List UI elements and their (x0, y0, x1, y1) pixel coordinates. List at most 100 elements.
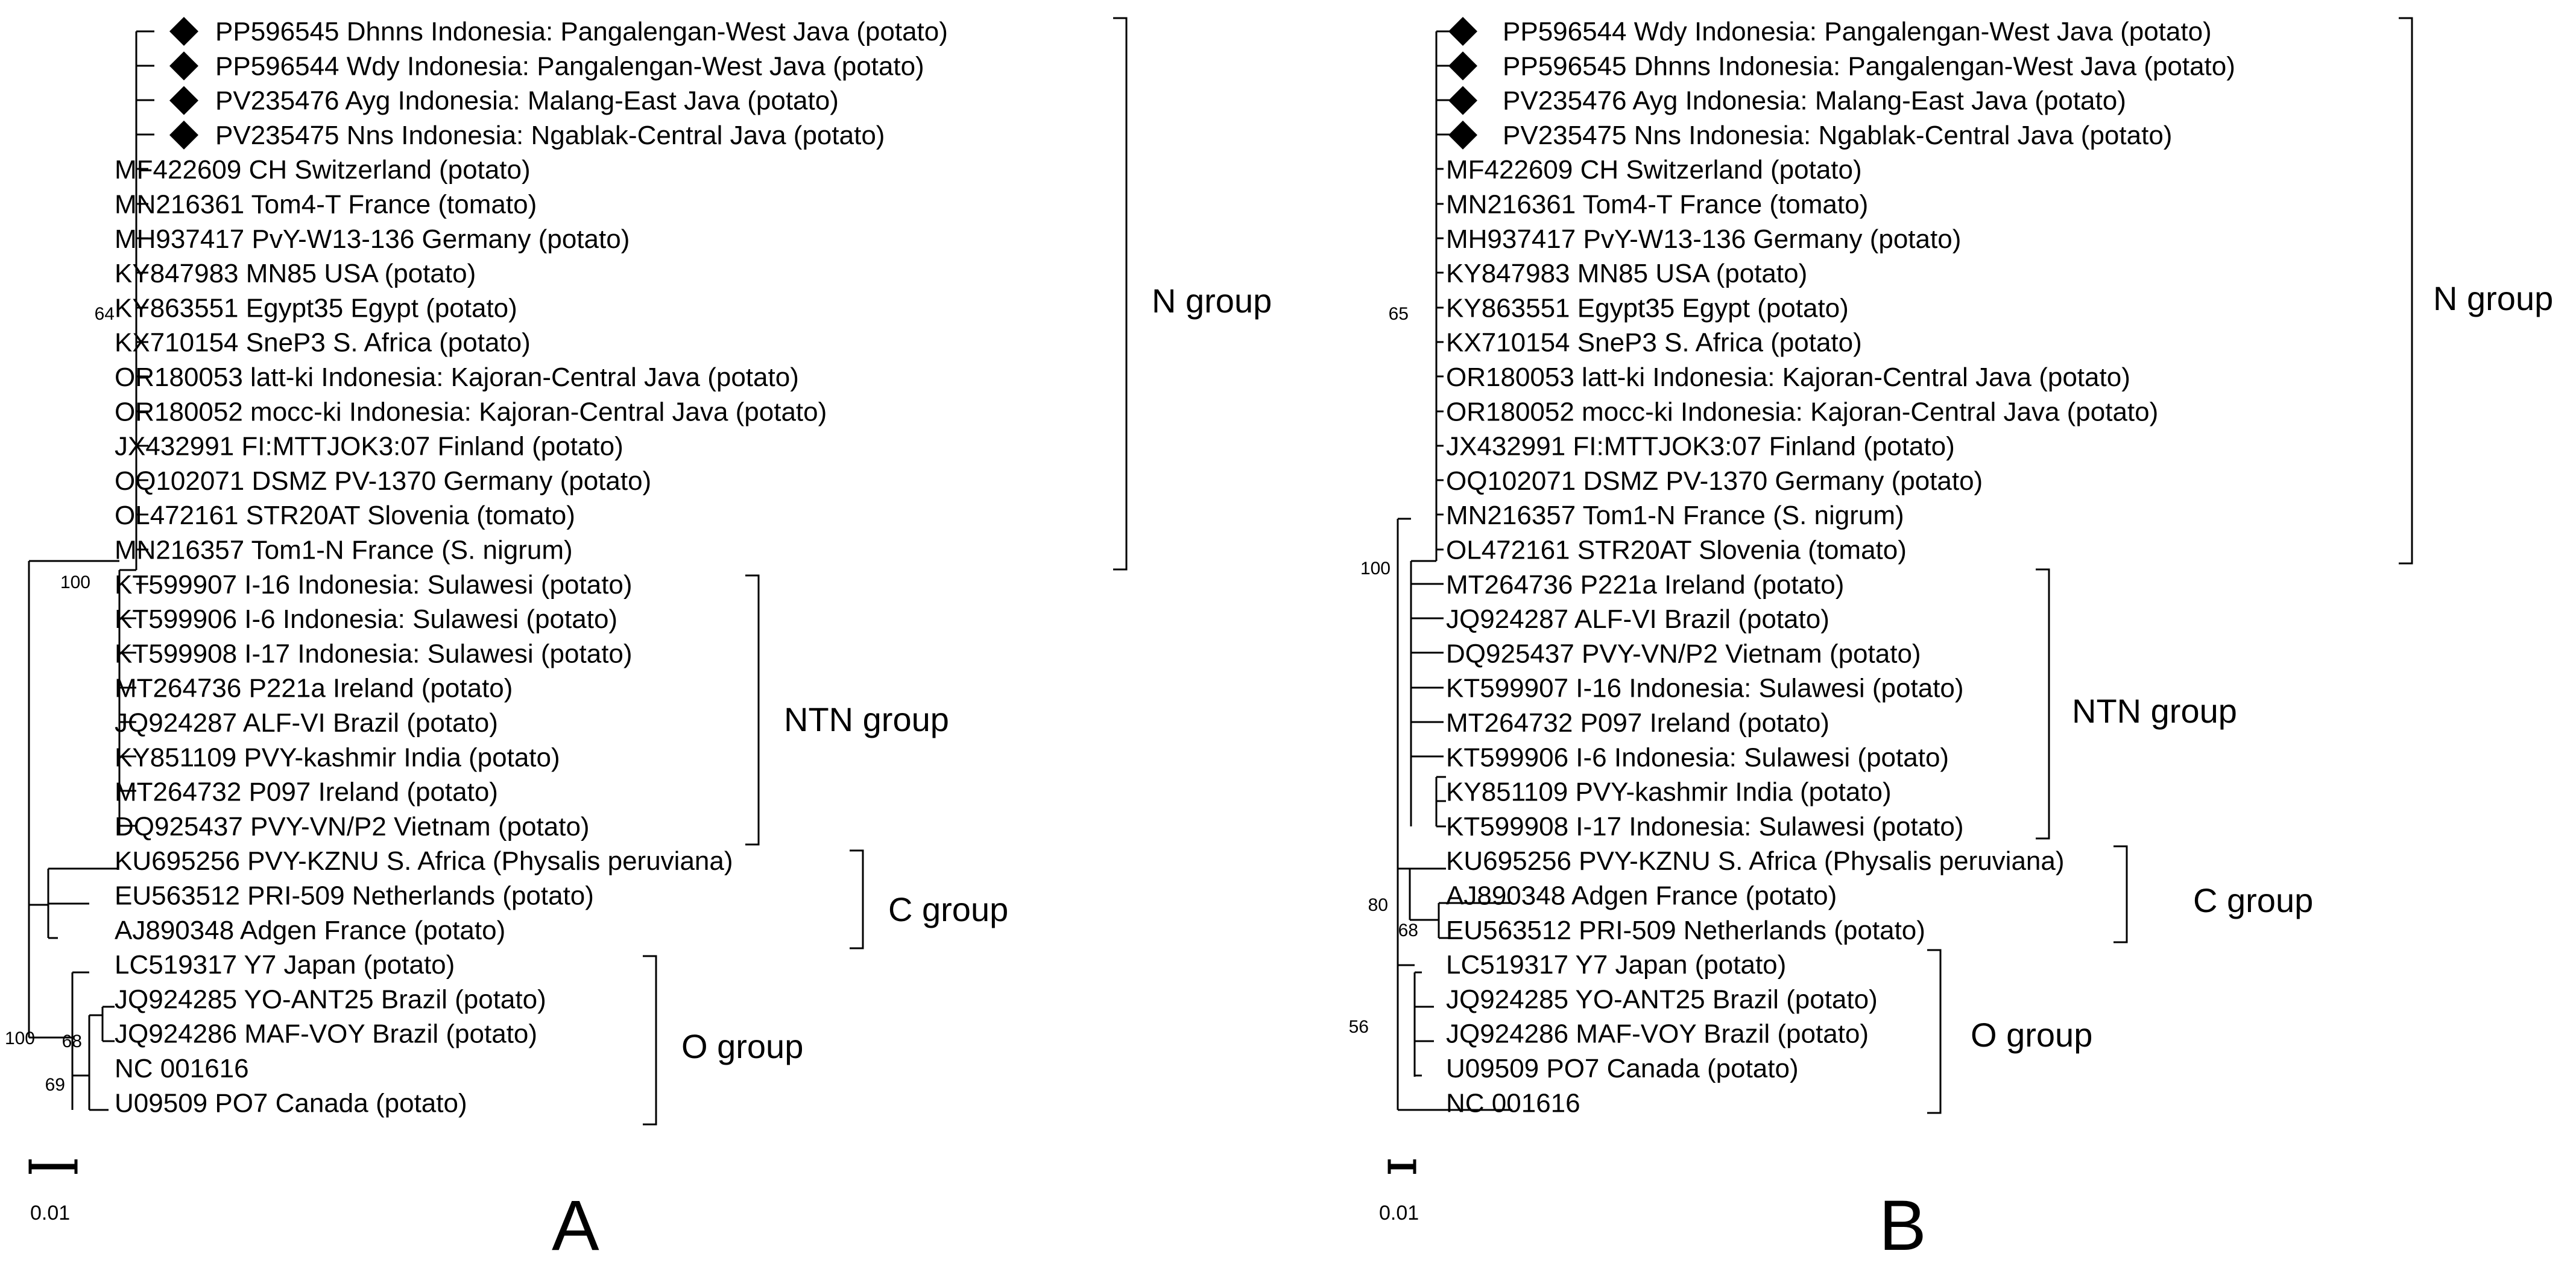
leaf-label: JQ924285 YO-ANT25 Brazil (potato) (1446, 984, 1878, 1014)
leaf-label: KX710154 SneP3 S. Africa (potato) (1446, 328, 1862, 358)
leaf-label: PV235476 Ayg Indonesia: Malang-East Java… (215, 86, 839, 116)
leaf-label: MH937417 PvY-W13-136 Germany (potato) (115, 224, 630, 254)
leaf-label: MT264736 P221a Ireland (potato) (115, 674, 513, 703)
group-bracket (2114, 845, 2128, 943)
leaf-label: JX432991 FI:MTTJOK3:07 Finland (potato) (115, 432, 623, 461)
leaf-label: KU695256 PVY-KZNU S. Africa (Physalis pe… (1446, 846, 2065, 876)
panel-b-branches (1397, 30, 1512, 1111)
leaf-label: JX432991 FI:MTTJOK3:07 Finland (potato) (1446, 432, 1955, 461)
leaf-label: OR180052 mocc-ki Indonesia: Kajoran-Cent… (1446, 397, 2158, 426)
leaf-label: MN216361 Tom4-T France (tomato) (1446, 190, 1868, 220)
scale-bar-label: 0.01 (1379, 1202, 1419, 1225)
leaf-label: LC519317 Y7 Japan (potato) (115, 950, 455, 980)
leaf-label: KY851109 PVY-kashmir India (potato) (1446, 778, 1892, 807)
group-label: NTN group (2072, 692, 2237, 730)
leaf-label: PP596544 Wdy Indonesia: Pangalengan-West… (215, 51, 924, 81)
group-bracket (745, 574, 760, 846)
highlight-diamond-icon (1448, 51, 1477, 81)
leaf-label: PP596544 Wdy Indonesia: Pangalengan-West… (1503, 17, 2212, 46)
leaf-label: OQ102071 DSMZ PV-1370 Germany (potato) (115, 466, 651, 496)
leaf-label: KX710154 SneP3 S. Africa (potato) (115, 328, 531, 358)
leaf-label: MT264736 P221a Ireland (potato) (1446, 570, 1844, 600)
group-label: O group (1971, 1016, 2092, 1054)
leaf-label: OL472161 STR20AT Slovenia (tomato) (1446, 536, 1907, 565)
leaf-label: JQ924285 YO-ANT25 Brazil (potato) (115, 984, 546, 1014)
leaf-label: JQ924287 ALF-VI Brazil (potato) (115, 708, 498, 738)
highlight-diamond-icon (1448, 120, 1477, 150)
group-bracket (2399, 17, 2413, 565)
panel-letter-b: B (1879, 1186, 1927, 1266)
bootstrap-value: 100 (5, 1028, 35, 1048)
leaf-label: KT599907 I-16 Indonesia: Sulawesi (potat… (115, 570, 633, 600)
bootstrap-value: 65 (1389, 304, 1409, 324)
highlight-diamond-icon (169, 86, 198, 115)
leaf-label: MT264732 P097 Ireland (potato) (115, 778, 498, 807)
group-bracket (1113, 17, 1128, 571)
leaf-label: AJ890348 Adgen France (potato) (115, 916, 505, 945)
leaf-label: DQ925437 PVY-VN/P2 Vietnam (potato) (115, 812, 590, 841)
panel-b-leaf-labels: PP596544 Wdy Indonesia: Pangalengan-West… (1446, 17, 2235, 1118)
panel-letter-a: A (552, 1186, 599, 1266)
group-label: C group (2193, 881, 2313, 919)
leaf-label: KU695256 PVY-KZNU S. Africa (Physalis pe… (115, 846, 733, 876)
scale-bar-label: 0.01 (30, 1202, 70, 1225)
leaf-label: AJ890348 Adgen France (potato) (1446, 881, 1837, 911)
bootstrap-value: 64 (95, 304, 115, 324)
leaf-label: MH937417 PvY-W13-136 Germany (potato) (1446, 224, 1961, 254)
leaf-label: OR180053 latt-ki Indonesia: Kajoran-Cent… (1446, 363, 2130, 392)
leaf-label: MN216357 Tom1-N France (S. nigrum) (115, 536, 573, 565)
bootstrap-value: 100 (1360, 559, 1391, 578)
group-bracket (2036, 568, 2050, 840)
panel-b-tree: PP596544 Wdy Indonesia: Pangalengan-West… (1349, 17, 2553, 1266)
leaf-label: MF422609 CH Switzerland (potato) (1446, 155, 1862, 185)
leaf-label: MF422609 CH Switzerland (potato) (115, 155, 531, 185)
leaf-label: MN216357 Tom1-N France (S. nigrum) (1446, 501, 1904, 530)
highlight-diamond-icon (169, 17, 198, 46)
leaf-label: MT264732 P097 Ireland (potato) (1446, 708, 1829, 738)
leaf-label: PP596545 Dhnns Indonesia: Pangalengan-We… (1503, 51, 2235, 81)
leaf-label: KT599908 I-17 Indonesia: Sulawesi (potat… (1446, 812, 1964, 841)
bootstrap-value: 69 (45, 1075, 65, 1095)
highlight-diamond-icon (1448, 17, 1477, 46)
group-bracket (1927, 949, 1942, 1114)
leaf-label: KY847983 MN85 USA (potato) (1446, 259, 1807, 288)
leaf-label: KY851109 PVY-kashmir India (potato) (115, 743, 560, 772)
leaf-label: U09509 PO7 Canada (potato) (1446, 1054, 1799, 1083)
leaf-label: PV235475 Nns Indonesia: Ngablak-Central … (1503, 121, 2172, 150)
leaf-label: OL472161 STR20AT Slovenia (tomato) (115, 501, 575, 530)
bootstrap-value: 68 (1398, 921, 1418, 940)
leaf-label: PV235476 Ayg Indonesia: Malang-East Java… (1503, 86, 2126, 116)
leaf-label: JQ924287 ALF-VI Brazil (potato) (1446, 604, 1829, 634)
panel-b-scale-bar: 0.01 (1379, 1159, 1419, 1225)
leaf-label: MN216361 Tom4-T France (tomato) (115, 190, 537, 220)
leaf-label: U09509 PO7 Canada (potato) (115, 1088, 467, 1118)
leaf-label: EU563512 PRI-509 Netherlands (potato) (115, 881, 594, 911)
panel-a-tree: PP596545 Dhnns Indonesia: Pangalengan-We… (5, 17, 1272, 1266)
group-bracket (643, 955, 657, 1126)
highlight-diamond-icon (169, 51, 198, 81)
leaf-label: DQ925437 PVY-VN/P2 Vietnam (potato) (1446, 639, 1921, 668)
panel-a-branches (28, 30, 154, 1111)
leaf-label: OR180052 mocc-ki Indonesia: Kajoran-Cent… (115, 397, 827, 426)
group-label: N group (1152, 282, 1272, 320)
bootstrap-value: 80 (1368, 895, 1388, 915)
leaf-label: KT599908 I-17 Indonesia: Sulawesi (potat… (115, 639, 633, 668)
leaf-label: NC 001616 (1446, 1088, 1580, 1118)
group-label: O group (681, 1027, 803, 1065)
panel-a-scale-bar: 0.01 (28, 1159, 78, 1225)
panel-a-leaf-labels: PP596545 Dhnns Indonesia: Pangalengan-We… (115, 17, 948, 1118)
highlight-diamond-icon (1448, 86, 1477, 115)
bootstrap-value: 68 (62, 1031, 82, 1051)
leaf-label: JQ924286 MAF-VOY Brazil (potato) (115, 1019, 537, 1049)
leaf-label: KY847983 MN85 USA (potato) (115, 259, 476, 288)
leaf-label: KT599906 I-6 Indonesia: Sulawesi (potato… (1446, 743, 1949, 772)
leaf-label: EU563512 PRI-509 Netherlands (potato) (1446, 916, 1925, 945)
leaf-label: PP596545 Dhnns Indonesia: Pangalengan-We… (215, 17, 948, 46)
leaf-label: KT599907 I-16 Indonesia: Sulawesi (potat… (1446, 674, 1964, 703)
leaf-label: KY863551 Egypt35 Egypt (potato) (1446, 293, 1849, 323)
